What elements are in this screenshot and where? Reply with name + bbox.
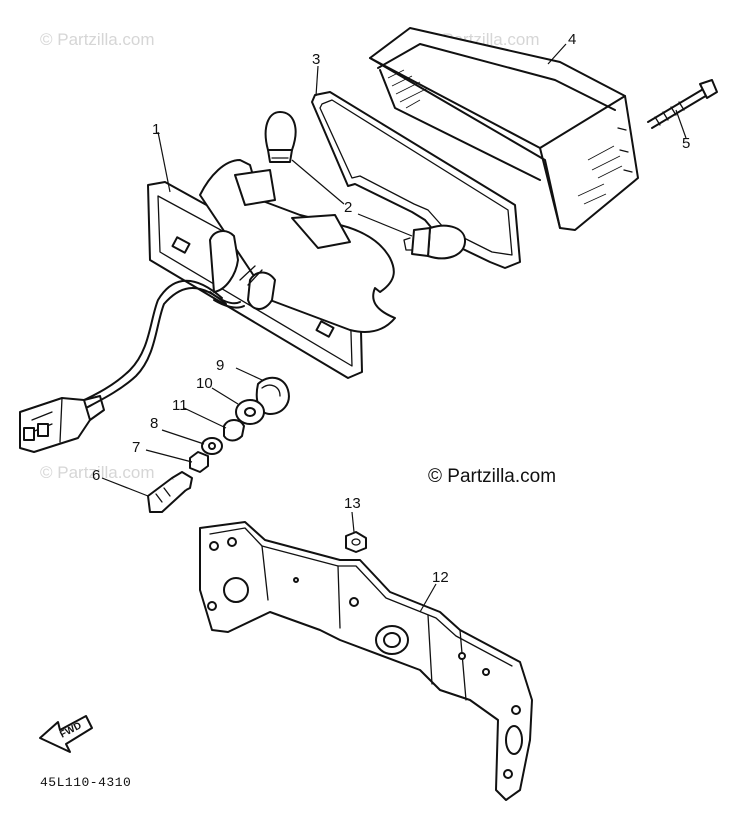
- leader-4: [547, 43, 567, 65]
- watermark-mid-left: © Partzilla.com: [40, 463, 155, 482]
- callout-12: 12: [432, 569, 449, 586]
- wiring-harness: [79, 279, 245, 409]
- callout-10: 10: [196, 375, 213, 392]
- fwd-arrow-icon: FWD: [39, 715, 93, 753]
- watermark-main: © Partzilla.com: [428, 466, 556, 487]
- callout-3: 3: [312, 51, 320, 68]
- collar: [183, 407, 245, 442]
- callout-8: 8: [150, 415, 158, 432]
- bolt: [101, 471, 193, 513]
- callout-6: 6: [92, 467, 100, 484]
- callout-5: 5: [682, 135, 690, 152]
- nut: [145, 449, 209, 473]
- callout-4: 4: [568, 31, 576, 48]
- diagram-code: 45L110-4310: [40, 775, 131, 790]
- tail-lamp-lens: [369, 27, 639, 231]
- grommet: [235, 367, 290, 415]
- leader-1: [157, 131, 171, 193]
- lens-screw: [647, 79, 718, 129]
- watermark-top-left: © Partzilla.com: [40, 30, 155, 49]
- callout-7: 7: [132, 439, 140, 456]
- nut-small: [345, 511, 367, 553]
- leader-2-lower: [357, 213, 413, 237]
- bulb-upper: [264, 111, 297, 163]
- callout-2: 2: [344, 199, 352, 216]
- wire-connector: [19, 395, 105, 453]
- bulb-lower: [403, 224, 467, 260]
- mounting-bracket: [199, 521, 533, 801]
- leader-3: [315, 65, 319, 97]
- washer-small: [161, 429, 223, 455]
- callout-1: 1: [152, 121, 160, 138]
- callout-13: 13: [344, 495, 361, 512]
- leader-5: [675, 109, 687, 139]
- callout-9: 9: [216, 357, 224, 374]
- callout-11: 11: [172, 397, 188, 414]
- leader-2-upper: [291, 159, 345, 205]
- washer-large: [211, 387, 265, 425]
- tail-lamp-base: [147, 159, 396, 379]
